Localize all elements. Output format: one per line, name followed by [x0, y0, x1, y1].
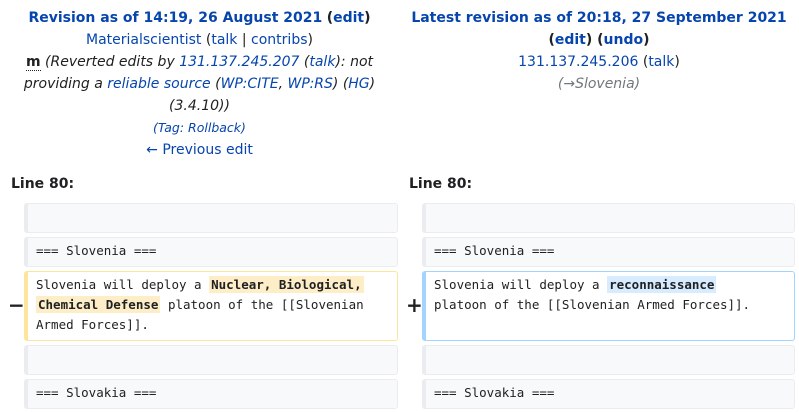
context-heading-slovenia: === Slovenia ===: [24, 237, 398, 267]
hg-link[interactable]: HG: [348, 76, 370, 92]
tag-line: (Tag: Rollback): [153, 120, 246, 135]
new-revision-title: Latest revision as of 20:18, 27 Septembe…: [399, 7, 799, 29]
minor-edit-badge: m: [25, 54, 41, 71]
undo-link[interactable]: undo: [603, 32, 644, 48]
context-heading-slovenia: === Slovenia ===: [422, 237, 795, 267]
old-talk-link[interactable]: talk: [211, 32, 238, 48]
new-revision-header: Latest revision as of 20:18, 27 Septembe…: [399, 7, 799, 95]
new-line-label: Line 80:: [409, 176, 473, 192]
tag-label[interactable]: (Tag:: [153, 120, 185, 135]
context-empty-line: [24, 203, 398, 233]
reliable-source-link[interactable]: reliable source: [107, 76, 211, 92]
section-name: Slovenia: [575, 76, 635, 92]
old-edit-link[interactable]: edit: [333, 10, 365, 26]
previous-edit-link[interactable]: ← Previous edit: [146, 142, 253, 158]
old-revision-link[interactable]: Revision as of 14:19, 26 August 2021: [28, 10, 323, 26]
plus-marker-icon: +: [406, 293, 423, 317]
added-line: Slovenia will deploy a reconnaissance pl…: [422, 271, 795, 341]
new-revision-actions: (edit) (undo): [548, 32, 650, 48]
old-revision-header: Revision as of 14:19, 26 August 2021 (ed…: [0, 7, 399, 161]
context-empty-line: [24, 345, 398, 375]
added-text-highlight: reconnaissance: [607, 276, 717, 293]
deleted-text-highlight: Chemical Defense: [36, 296, 161, 313]
old-revision-user: Materialscientist (talk | contribs): [86, 32, 313, 48]
minus-marker-icon: −: [8, 293, 25, 317]
new-revision-user: 131.137.245.206 (talk): [518, 54, 680, 70]
wp-rs-link[interactable]: WP:RS: [287, 76, 333, 92]
old-edit-summary: m (Reverted edits by 131.137.245.207 (ta…: [23, 54, 376, 114]
new-user-link[interactable]: 131.137.245.206: [518, 54, 639, 70]
new-edit-link[interactable]: edit: [554, 32, 586, 48]
context-empty-line: [422, 345, 795, 375]
wp-cite-link[interactable]: WP:CITE: [220, 76, 279, 92]
context-heading-slovakia: === Slovakia ===: [422, 379, 795, 409]
rollback-tag-link[interactable]: Rollback: [188, 120, 242, 135]
old-revision-title: Revision as of 14:19, 26 August 2021 (ed…: [28, 10, 371, 26]
old-user-link[interactable]: Materialscientist: [86, 32, 202, 48]
section-arrow-link[interactable]: →: [563, 76, 576, 92]
old-contribs-link[interactable]: contribs: [251, 32, 308, 48]
deleted-text-highlight: Nuclear, Biological,: [209, 276, 364, 293]
new-revision-link[interactable]: Latest revision as of 20:18, 27 Septembe…: [411, 10, 787, 26]
deleted-line: Slovenia will deploy a Nuclear, Biologic…: [24, 271, 398, 341]
reverted-user-link[interactable]: 131.137.245.207: [179, 54, 300, 70]
context-heading-slovakia: === Slovakia ===: [24, 379, 398, 409]
old-line-label: Line 80:: [11, 176, 75, 192]
new-talk-link[interactable]: talk: [648, 54, 675, 70]
context-empty-line: [422, 203, 795, 233]
new-edit-summary: (→Slovenia): [557, 76, 641, 92]
reverted-talk-link[interactable]: talk: [309, 54, 336, 70]
